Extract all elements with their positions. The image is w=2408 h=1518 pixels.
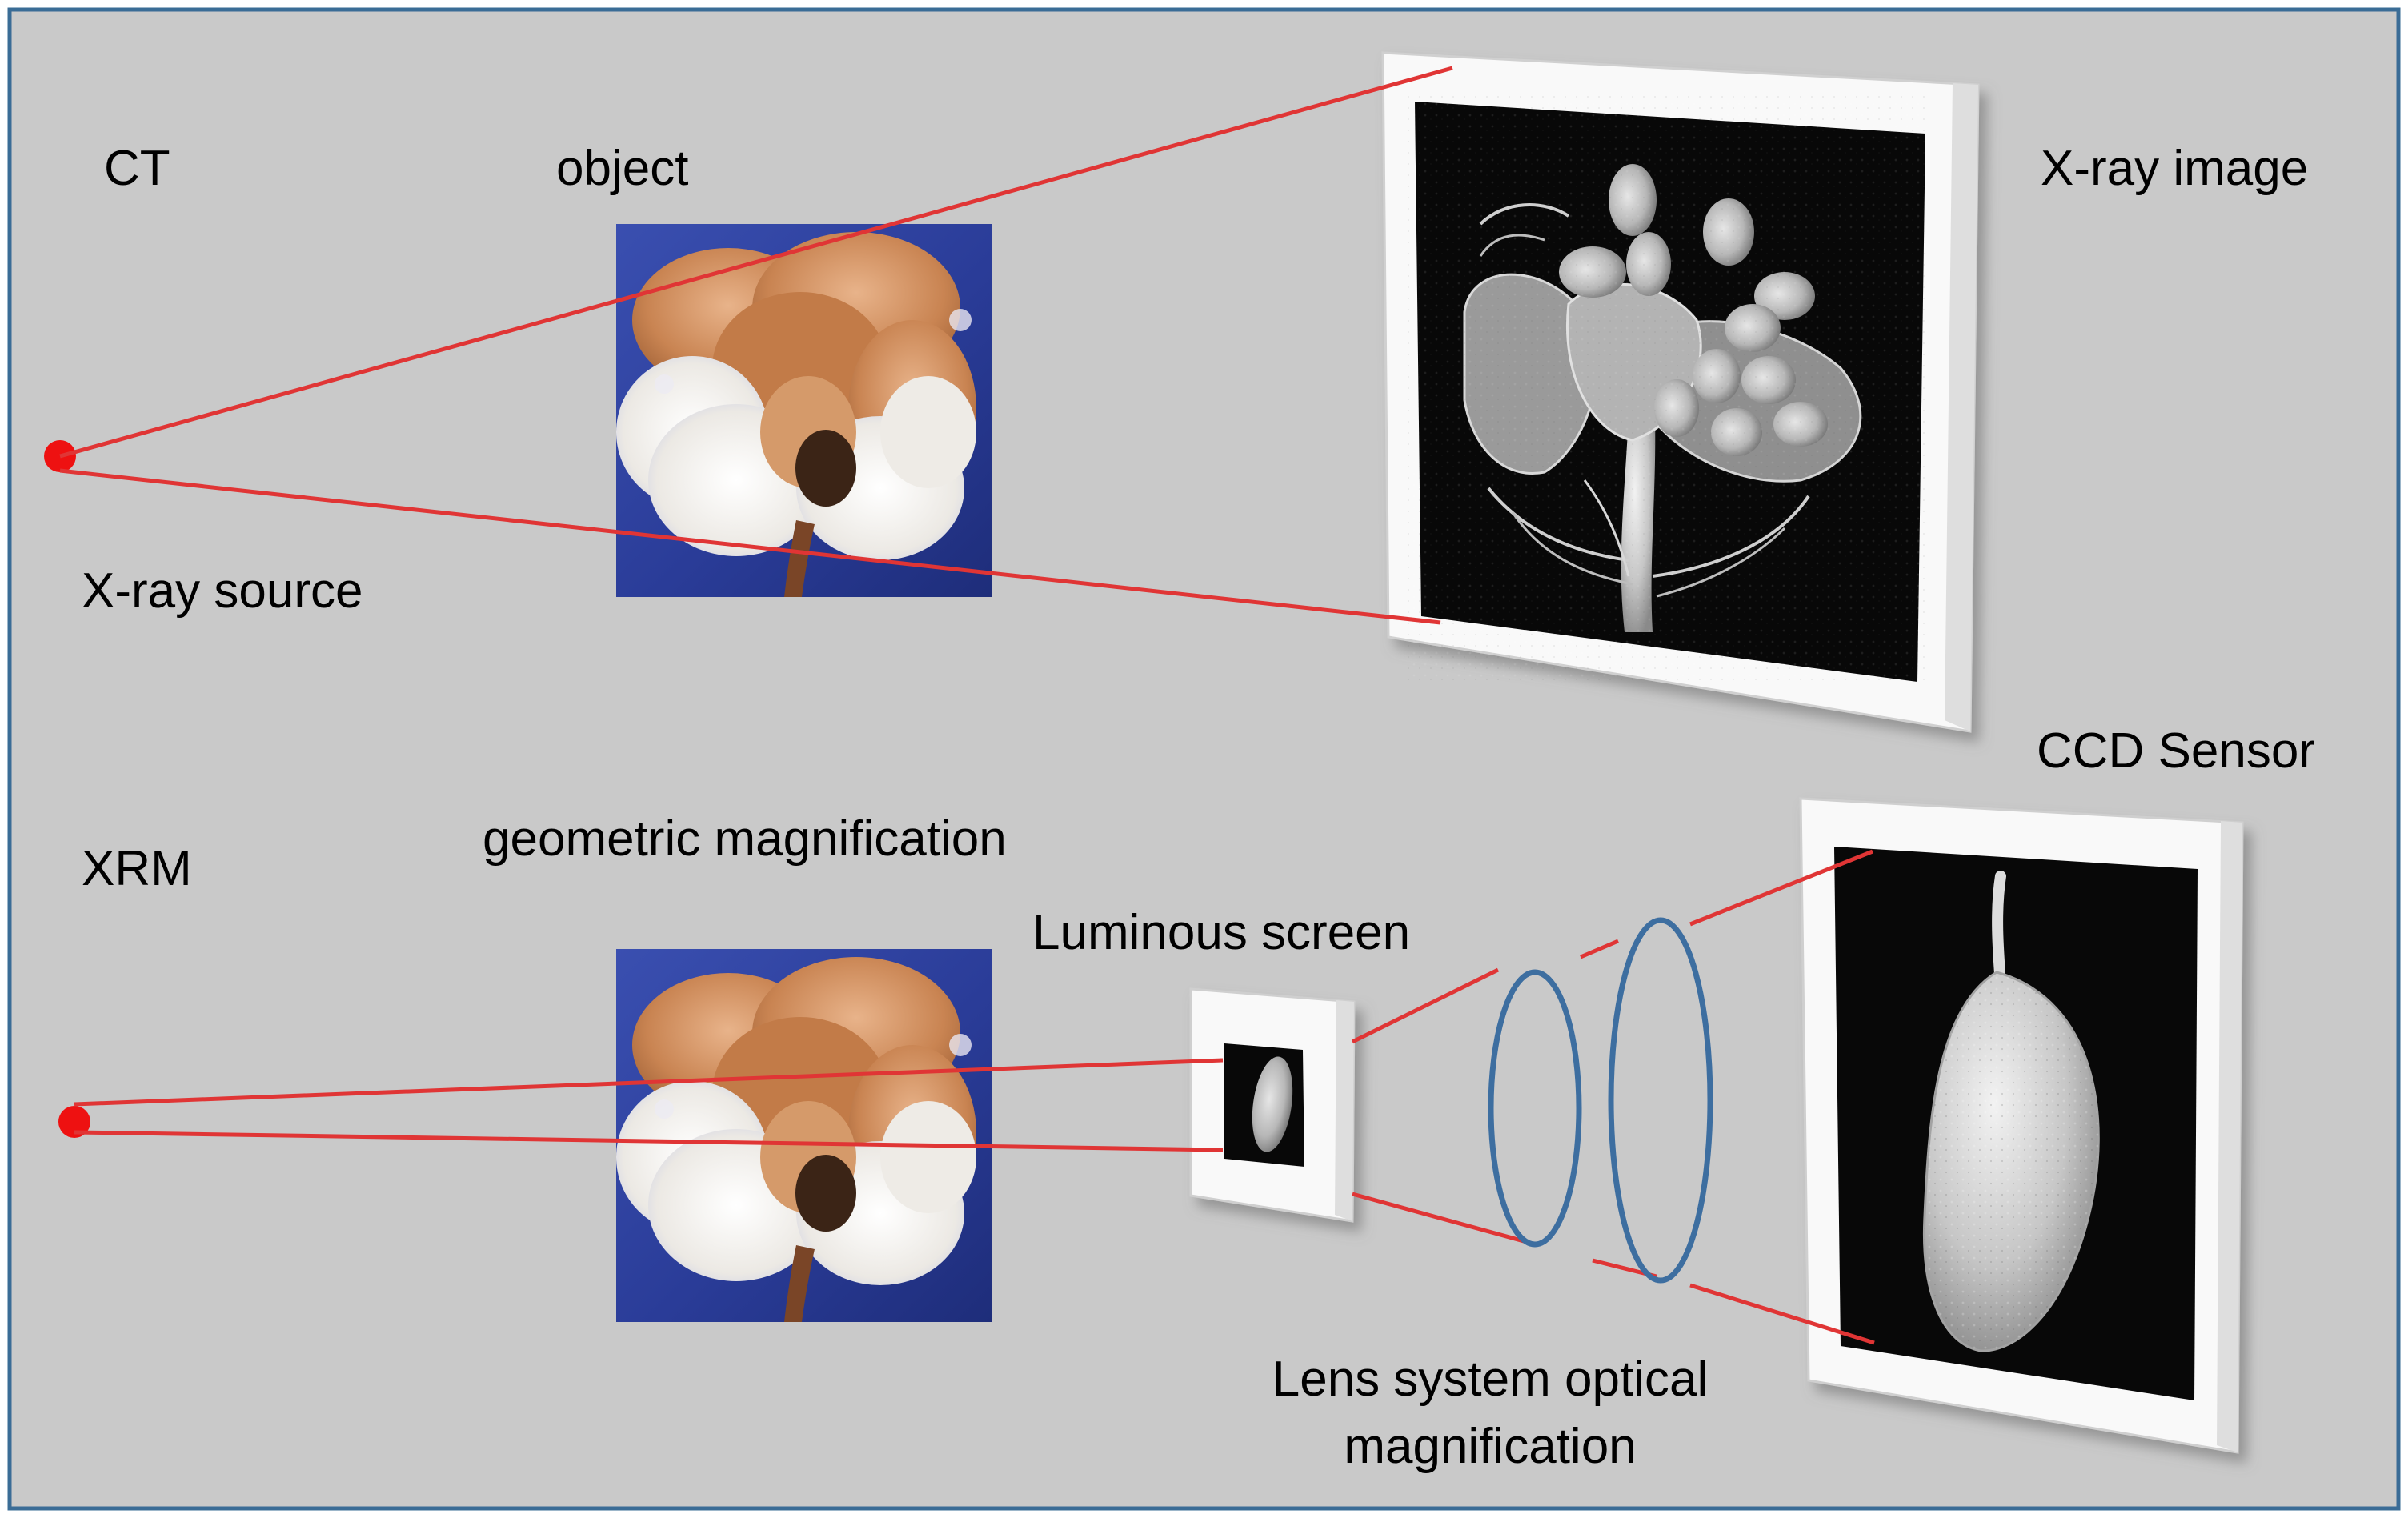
xrm-xray-source-dot: [58, 1106, 90, 1138]
seed-thumbnail-icon: [1252, 1056, 1293, 1152]
ccd-sensor-screen: [1799, 797, 2244, 1454]
lens-1: [1488, 969, 1582, 1248]
optical-ray-upper-3: [1689, 849, 1873, 927]
label-xray-source: X-ray source: [82, 563, 363, 619]
luminous-screen: [1189, 987, 1356, 1223]
xrm-beam-rays: [74, 1058, 1224, 1152]
xrm-object-photo: [616, 949, 992, 1322]
optical-ray-lower-1: [1352, 1192, 1533, 1246]
xrm-ray-lower: [74, 1130, 1224, 1152]
label-lens-system-line2: magnification: [1344, 1419, 1637, 1474]
optical-ray-upper-1: [1351, 967, 1500, 1044]
label-lens-system-line1: Lens system optical: [1272, 1352, 1709, 1407]
label-ct: CT: [104, 141, 170, 196]
lens-system: [1488, 917, 1713, 1284]
ct-beam-rays: [59, 66, 1453, 625]
optical-ray-upper-2: [1580, 939, 1619, 959]
optical-rays: [1351, 849, 1875, 1345]
ct-object-photo: [616, 224, 992, 597]
label-xrm: XRM: [82, 841, 192, 896]
label-geometric-magnification: geometric magnification: [483, 811, 1007, 867]
seed-pod-icon: [1922, 871, 2100, 1352]
ct-ray-lower: [59, 468, 1441, 625]
lens-2: [1608, 917, 1713, 1284]
label-xray-image: X-ray image: [2041, 141, 2309, 196]
label-lens-system: Lens system optical magnification: [1130, 1355, 1850, 1472]
label-object: object: [556, 141, 689, 196]
ct-ray-upper: [59, 66, 1453, 459]
xray-image-screen: [1381, 51, 1980, 733]
xrm-ray-upper: [74, 1058, 1224, 1107]
optical-ray-lower-3: [1689, 1283, 1875, 1345]
label-ccd-sensor: CCD Sensor: [2037, 723, 2315, 779]
xray-flower-icon: [1408, 96, 1929, 680]
label-luminous-screen: Luminous screen: [1032, 905, 1411, 960]
